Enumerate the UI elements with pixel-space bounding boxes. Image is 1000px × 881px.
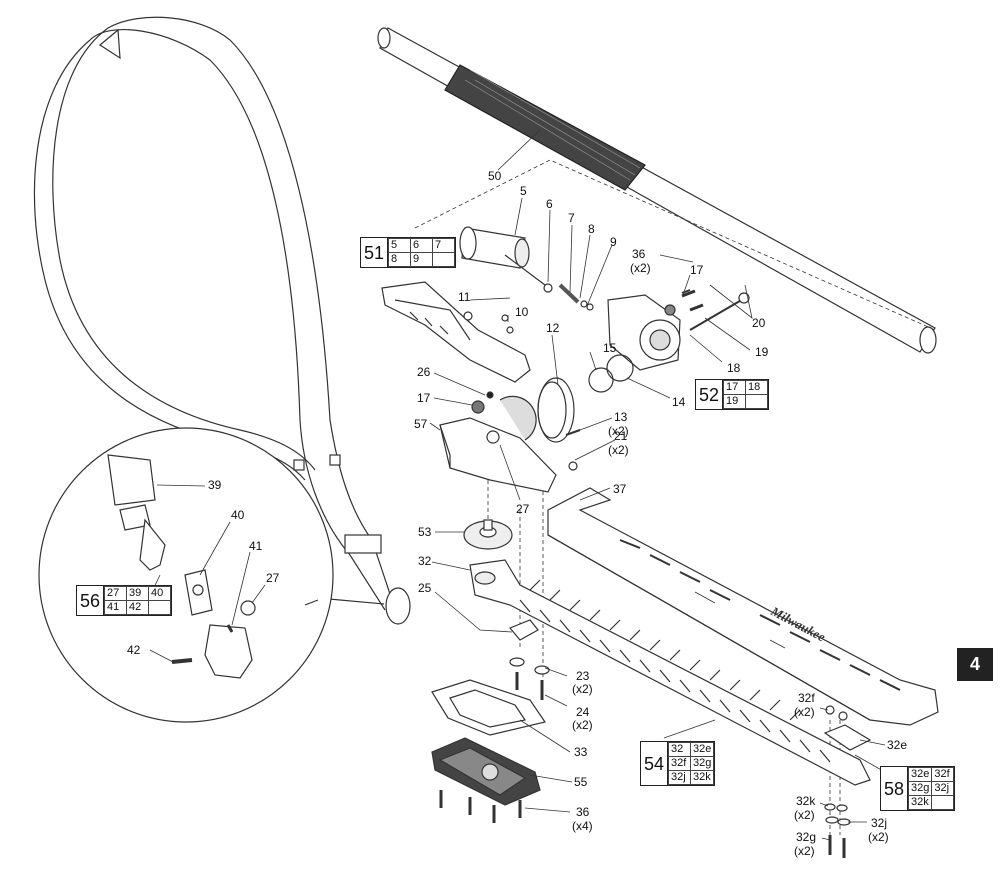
callout-25: 25 [418, 581, 432, 595]
coupler-housing [459, 226, 594, 311]
page-number-badge: 4 [957, 648, 993, 681]
detail-inset-circle [38, 427, 334, 723]
callout-9: 9 [610, 235, 617, 249]
small-fasteners [501, 289, 691, 471]
hedge-blade [469, 559, 871, 786]
callout-14: 14 [672, 395, 686, 409]
grip-handle [381, 281, 531, 383]
blade-sheath [547, 487, 939, 726]
callout-24-qty: (x2) [572, 718, 593, 732]
callout-17b: 17 [417, 391, 431, 405]
pole-shaft [377, 27, 937, 354]
callout-57: 57 [414, 417, 428, 431]
callout-40: 40 [231, 508, 245, 522]
callout-5: 5 [520, 184, 527, 198]
callout-27b: 27 [266, 571, 280, 585]
callout-13: 13 [614, 410, 628, 424]
callout-20: 20 [752, 316, 766, 330]
callout-7: 7 [568, 211, 575, 225]
callout-32g: 32g [796, 830, 817, 844]
callout-37: 37 [613, 482, 627, 496]
callout-53: 53 [418, 525, 432, 539]
callout-36b: 36 [576, 805, 590, 819]
callout-18: 18 [727, 361, 741, 375]
group-number: 58 [881, 767, 909, 810]
gasket-plate [431, 679, 546, 736]
base-screws [439, 790, 522, 823]
callout-13-qty: (x2) [608, 424, 629, 438]
callout-33: 33 [574, 745, 588, 759]
callout-23-qty: (x2) [572, 682, 593, 696]
base-plate [431, 737, 541, 806]
gear-case [439, 391, 557, 493]
callout-32j-qty: (x2) [868, 830, 889, 844]
callout-21: 21 [614, 429, 628, 443]
callout-32k: 32k [796, 794, 816, 808]
callout-42: 42 [127, 643, 141, 657]
drive-gear [463, 519, 513, 550]
callout-32: 32 [418, 554, 432, 568]
callout-10: 10 [515, 305, 529, 319]
callout-6: 6 [546, 197, 553, 211]
callout-36b-qty: (x4) [572, 819, 593, 833]
callout-32g-qty: (x2) [794, 844, 815, 858]
callout-41: 41 [249, 539, 263, 553]
gear-motor-assembly [607, 289, 750, 371]
callout-11: 11 [458, 290, 471, 304]
callout-32k-qty: (x2) [794, 808, 815, 822]
callout-12: 12 [546, 321, 560, 335]
group-number: 51 [361, 238, 389, 267]
callout-36a-qty: (x2) [630, 261, 651, 275]
callout-27a: 27 [516, 502, 530, 516]
callout-24: 24 [576, 705, 590, 719]
clamp-ring-set [537, 354, 634, 443]
callout-19: 19 [755, 345, 769, 359]
callout-39: 39 [208, 478, 222, 492]
callout-17a: 17 [690, 263, 704, 277]
callout-32j: 32j [871, 816, 888, 830]
callout-8: 8 [588, 222, 595, 236]
shoulder-strap [33, 16, 411, 625]
callout-21-qty: (x2) [608, 443, 629, 457]
washers-and-pins [509, 657, 550, 700]
group-number: 52 [696, 380, 724, 409]
callout-26: 26 [417, 365, 431, 379]
callout-32e: 32e [887, 738, 908, 752]
callout-15: 15 [603, 341, 617, 355]
group-number: 56 [77, 586, 105, 615]
callout-23: 23 [576, 669, 590, 683]
callout-32f-qty: (x2) [794, 705, 815, 719]
callout-32f: 32f [798, 691, 815, 705]
callout-50: 50 [488, 169, 502, 183]
group-number: 54 [641, 742, 669, 785]
blade-guide-block [509, 619, 539, 641]
callout-leader-lines [147, 129, 886, 841]
callout-36a: 36 [632, 247, 646, 261]
callout-55: 55 [574, 775, 588, 789]
